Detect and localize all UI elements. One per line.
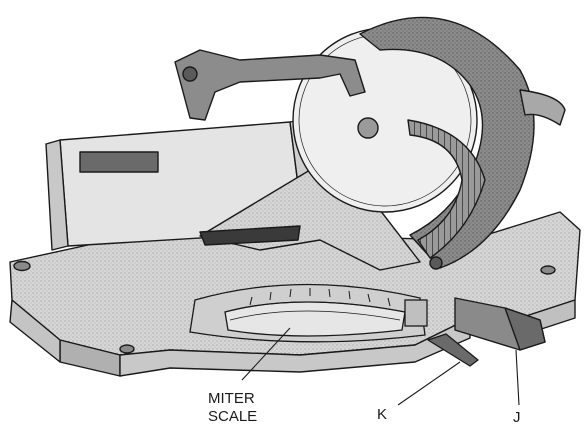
leader-miter-scale [241, 327, 291, 381]
miter-lock-lever-k [427, 333, 479, 367]
blade-guard [359, 16, 535, 270]
leader-k [397, 361, 461, 406]
label-miter-scale-line1: MITER [208, 390, 255, 407]
miter-scale [249, 288, 391, 307]
leader-j [515, 349, 520, 406]
leader-lines [241, 327, 520, 406]
callout-labels: MITER SCALE K J [208, 390, 521, 426]
operating-handle [174, 49, 566, 126]
miter-handle-j [454, 297, 546, 351]
label-k: K [377, 406, 387, 423]
label-j: J [513, 409, 521, 426]
label-miter-scale-line2: SCALE [208, 408, 257, 425]
turntable [189, 283, 428, 343]
